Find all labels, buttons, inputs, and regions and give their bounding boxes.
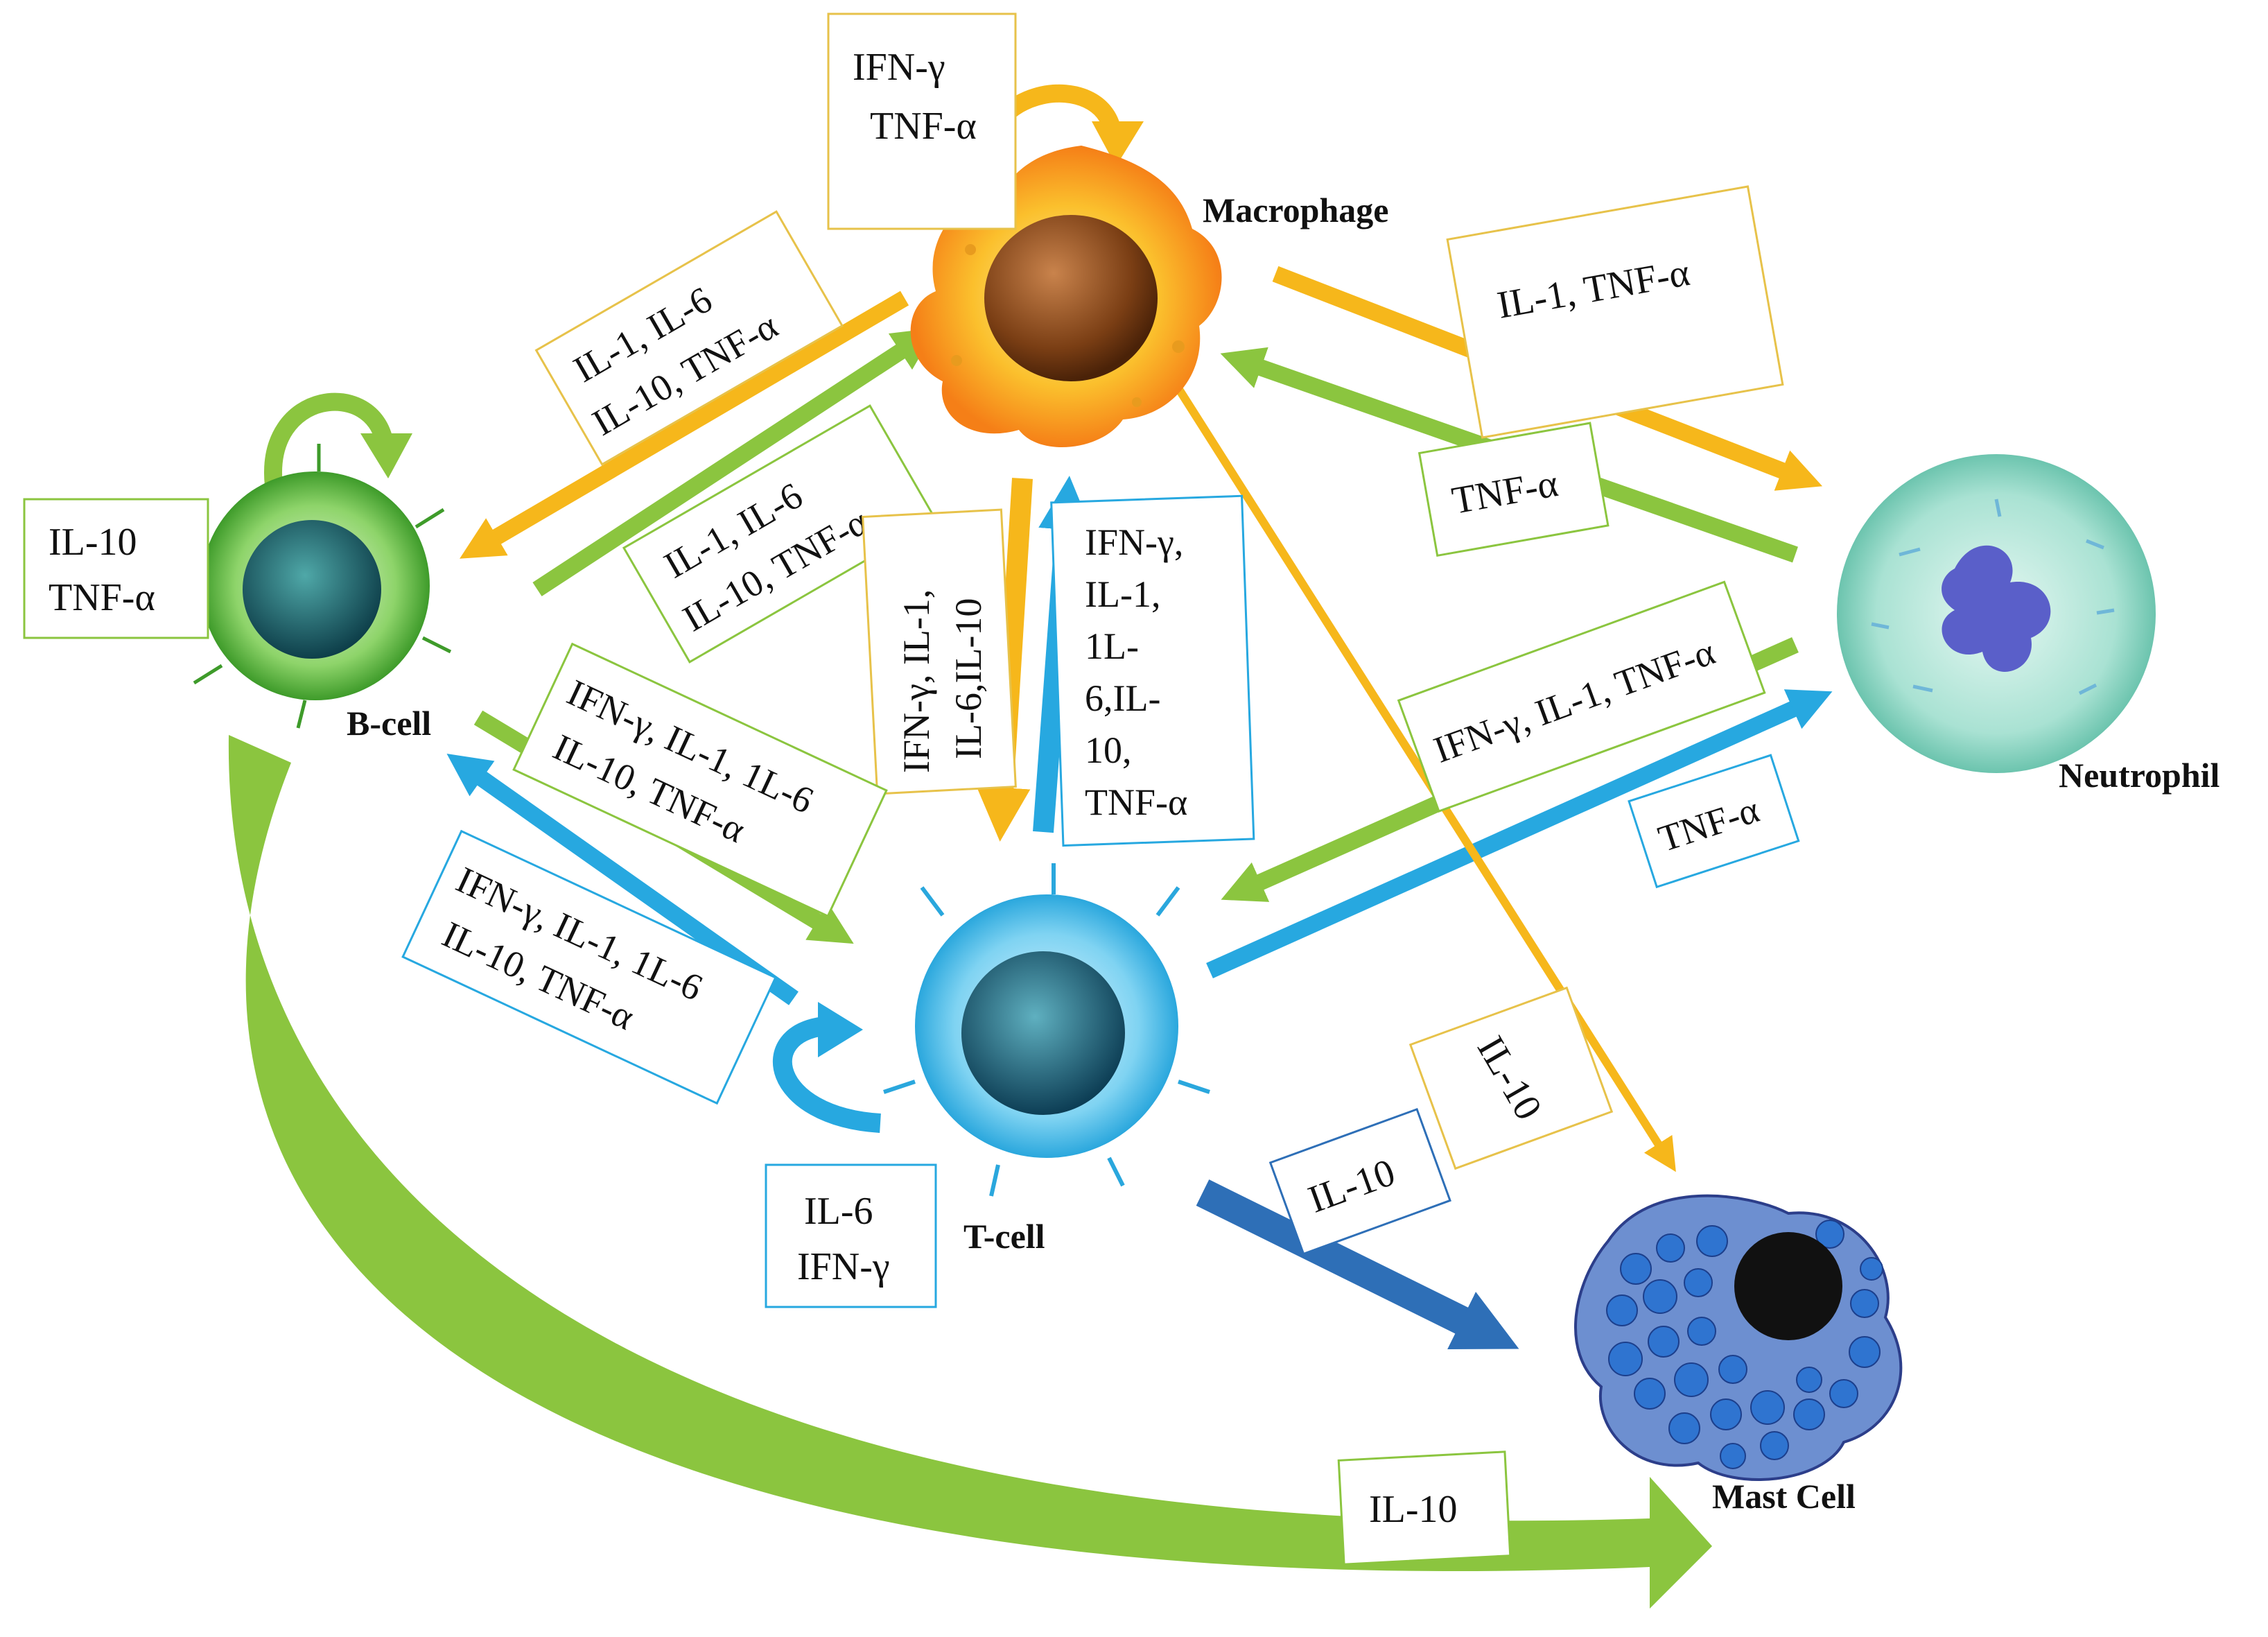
label-macro-to-tcell-line2: IL-6,IL-10	[948, 598, 989, 759]
label-bcell-self-line2: TNF-α	[49, 576, 155, 619]
arrow-bcell-to-macro	[532, 327, 937, 597]
label-tcell-to-macro-line5: 10,	[1085, 729, 1132, 771]
arrow-bcell-to-mast	[228, 735, 1713, 1609]
label-macro-self-line2: TNF-α	[870, 105, 977, 148]
arrow-macro-to-bcell	[460, 291, 909, 559]
label-macro-self-line1: IFN-γ	[853, 46, 945, 89]
tcell-cell	[883, 863, 1210, 1197]
label-box-macro-self	[827, 12, 1017, 230]
arrow-bcell-self-head	[360, 433, 412, 478]
tcell-label: T-cell	[963, 1217, 1045, 1256]
label-macro-to-tcell-line1: IFN-γ, IL-1,	[896, 589, 937, 773]
label-box-bcell-to-mast	[1337, 1450, 1512, 1566]
label-bcell-to-mast-line1: IL-10	[1369, 1488, 1458, 1531]
macrophage-label: Macrophage	[1203, 191, 1388, 229]
label-tcell-to-macro-line4: 6,IL-	[1085, 677, 1160, 719]
arrow-tcell-to-mast	[1196, 1179, 1519, 1349]
bcell-cell	[179, 444, 452, 729]
arrow-tcell-to-neutro	[1206, 689, 1833, 978]
label-group-macro-to-neutro: IL-1, TNF-α	[1446, 185, 1784, 439]
label-box-bcell-self	[23, 498, 209, 639]
label-group-neutro-to-macro: TNF-α	[1418, 422, 1610, 557]
neutrophil-cell	[1837, 454, 2156, 773]
label-box-tcell-self	[765, 1163, 937, 1308]
label-group-tcell-to-neutro: TNF-α	[1628, 754, 1800, 889]
bcell-label: B-cell	[347, 704, 431, 743]
label-box-tcell-to-macro	[1050, 494, 1255, 847]
arrow-macro-self-head	[1092, 121, 1144, 166]
label-bcell-self-line1: IL-10	[49, 521, 137, 564]
mast-cell	[1574, 1194, 1903, 1481]
mast-cell-label: Mast Cell	[1712, 1477, 1856, 1516]
arrow-macro-to-mast	[1174, 386, 1676, 1172]
label-group-bcell-to-tcell: IFN-γ, IL-1, 1L-6 IL-10, TNF-α	[512, 642, 888, 918]
label-tcell-to-macro-line6: TNF-α	[1085, 781, 1187, 823]
arrow-tcell-self	[772, 1016, 881, 1133]
label-group-tcell-to-mast: IL-10	[1268, 1107, 1451, 1256]
label-tcell-to-macro-line3: 1L-	[1085, 625, 1139, 667]
label-tcell-self-line2: IFN-γ	[797, 1245, 890, 1288]
neutrophil-label: Neutrophil	[2059, 756, 2220, 795]
arrow-bcell-self	[264, 392, 394, 487]
label-group-macro-to-tcell: IFN-γ, IL-1, IL-6,IL-10	[862, 508, 1017, 795]
label-tcell-to-macro-line1: IFN-γ,	[1085, 521, 1183, 563]
label-tcell-self-line1: IL-6	[804, 1190, 873, 1233]
label-group-macro-to-mast: IL-10	[1408, 986, 1614, 1170]
label-tcell-to-macro-line2: IL-1,	[1085, 573, 1160, 615]
arrow-tcell-self-head	[818, 1002, 863, 1057]
